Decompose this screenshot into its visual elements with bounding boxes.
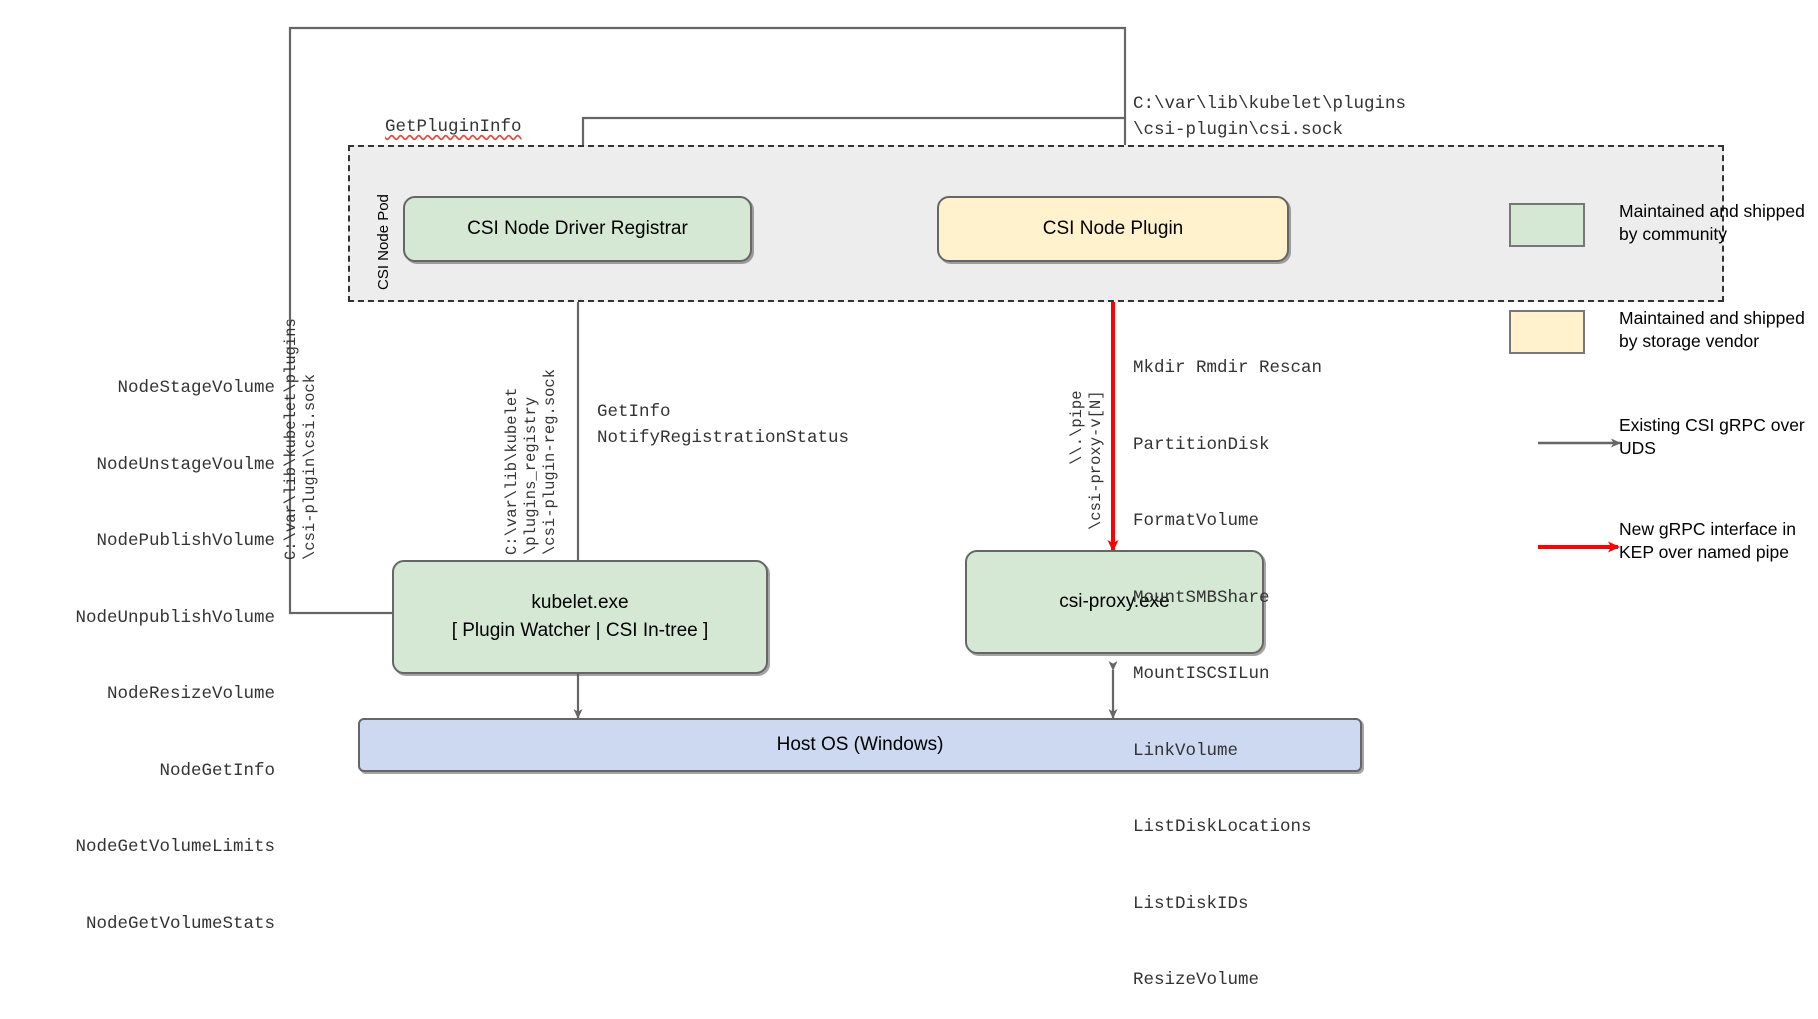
node-host-os-label: Host OS (Windows) (776, 734, 944, 755)
list-item: MountSMBShare (1133, 587, 1270, 608)
csi-node-pod-label: CSI Node Pod (375, 194, 392, 290)
list-item: ResizeVolume (1133, 970, 1260, 990)
list-item: NodePublishVolume (96, 531, 275, 551)
legend-text-new-grpc: New gRPC interface in KEP over named pip… (1619, 519, 1797, 562)
list-item: MountISCSILun (1133, 664, 1270, 684)
node-csi-node-driver-registrar[interactable]: CSI Node Driver Registrar (403, 196, 752, 262)
node-csi-proxy-exe[interactable]: csi-proxy.exe (965, 550, 1264, 654)
legend-text-community: Maintained and shipped by community (1619, 201, 1805, 244)
label-plugin-sock-path: C:\var\lib\kubelet\plugins \csi-plugin\c… (1133, 94, 1407, 140)
list-item: NodeUnpublishVolume (75, 607, 275, 628)
node-csi-proxy-exe-label: csi-proxy.exe (1059, 591, 1170, 612)
list-item: Mkdir Rmdir Rescan (1133, 358, 1323, 378)
list-item: NodeGetInfo (159, 760, 275, 781)
legend-text-vendor: Maintained and shipped by storage vendor (1619, 308, 1805, 351)
label-named-pipe-vertical: \\.\pipe \csi-proxy-v[N] (1068, 390, 1105, 530)
node-csi-node-driver-registrar-label: CSI Node Driver Registrar (467, 218, 688, 239)
node-kubelet-exe[interactable]: kubelet.exe [ Plugin Watcher | CSI In-tr… (392, 560, 768, 674)
label-registry-calls: GetInfo NotifyRegistrationStatus (597, 402, 850, 448)
node-csi-node-plugin-label: CSI Node Plugin (1042, 218, 1184, 239)
node-host-os[interactable]: Host OS (Windows) (358, 718, 1362, 772)
node-kubelet-exe-subtitle: [ Plugin Watcher | CSI In-tree ] (451, 620, 709, 641)
legend-swatch-vendor (1509, 310, 1585, 354)
list-item: ListDiskIDs (1133, 893, 1249, 914)
label-get-plugin-info: GetPluginInfo (385, 117, 522, 137)
legend-text-existing-csi-grpc: Existing CSI gRPC over UDS (1619, 415, 1805, 458)
node-csi-node-plugin[interactable]: CSI Node Plugin (937, 196, 1289, 262)
node-kubelet-exe-title: kubelet.exe (531, 592, 629, 613)
list-item: NodeGetVolumeStats (85, 913, 275, 934)
list-item: ListDiskLocations (1133, 817, 1312, 837)
legend-swatch-community (1509, 203, 1585, 247)
proxy-api-call-list: Mkdir Rmdir Rescan PartitionDisk FormatV… (1133, 305, 1322, 1019)
list-item: NodeStageVolume (117, 378, 275, 398)
list-item: NodeUnstageVoulme (96, 454, 275, 475)
list-item: FormatVolume (1133, 511, 1260, 531)
list-item: PartitionDisk (1133, 434, 1270, 455)
list-item: NodeResizeVolume (106, 684, 275, 704)
list-item: NodeGetVolumeLimits (75, 837, 275, 857)
list-item: LinkVolume (1133, 740, 1239, 761)
label-csi-sock-vertical: C:\var\lib\kubelet\plugins \csi-plugin\c… (282, 318, 319, 560)
node-service-call-list: NodeStageVolume NodeUnstageVoulme NodePu… (0, 325, 275, 963)
label-reg-sock-vertical: C:\var\lib\kubelet \plugins_registry \cs… (503, 368, 559, 555)
